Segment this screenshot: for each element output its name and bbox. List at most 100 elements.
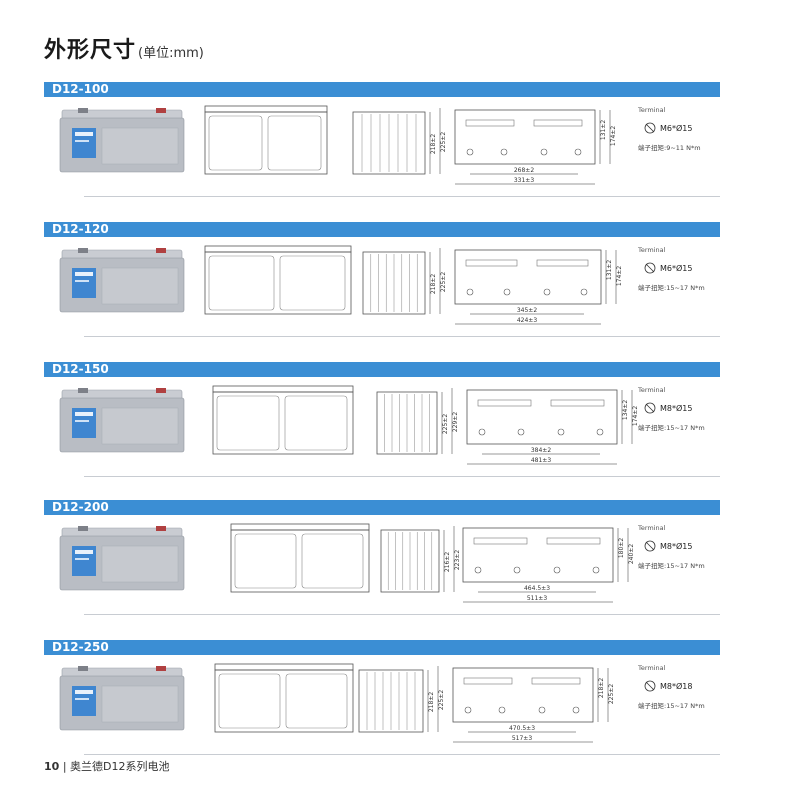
dimension-label: 131±2 bbox=[606, 260, 613, 280]
terminal-size: M8*Ø15 bbox=[660, 541, 693, 551]
terminal-size: M6*Ø15 bbox=[660, 263, 693, 273]
front-view-drawing bbox=[214, 663, 354, 733]
dimension-label: 174±2 bbox=[616, 266, 623, 286]
dimension-label: 180±2 bbox=[618, 538, 625, 558]
terminal-label: Terminal bbox=[638, 524, 666, 532]
unit-label: (单位:mm) bbox=[138, 46, 204, 61]
model-name: D12-120 bbox=[52, 222, 109, 236]
dimension-label: 174±2 bbox=[632, 406, 639, 426]
model-header-bar: D12-150 bbox=[44, 362, 720, 377]
page-number: 10 bbox=[44, 760, 60, 773]
battery-photo bbox=[59, 388, 185, 453]
section-divider bbox=[84, 196, 720, 197]
terminal-bolt-icon bbox=[644, 402, 656, 414]
page-footer: 10 | 奥兰德D12系列电池 bbox=[44, 758, 170, 774]
terminal-torque: 端子扭矩:15~17 N*m bbox=[638, 424, 705, 432]
terminal-bolt-icon bbox=[644, 122, 656, 134]
dimension-label: 470.5±3 bbox=[509, 725, 535, 732]
section-divider bbox=[84, 614, 720, 615]
page-title: 外形尺寸(单位:mm) bbox=[44, 38, 204, 63]
dimension-label: 240±2 bbox=[628, 544, 635, 564]
dimension-label: 225±2 bbox=[442, 414, 449, 434]
footer-text: 奥兰德D12系列电池 bbox=[70, 760, 170, 773]
terminal-bolt-icon bbox=[644, 540, 656, 552]
dimension-label: 218±2 bbox=[430, 134, 437, 154]
dimension-label: 225±2 bbox=[440, 132, 447, 152]
battery-photo bbox=[59, 248, 185, 313]
battery-photo bbox=[59, 666, 185, 731]
dimension-label: 229±2 bbox=[452, 412, 459, 432]
section-divider bbox=[84, 336, 720, 337]
dimension-label: 225±2 bbox=[438, 690, 445, 710]
dimension-label: 174±2 bbox=[610, 126, 617, 146]
model-name: D12-150 bbox=[52, 362, 109, 376]
dimension-label: 268±2 bbox=[514, 167, 534, 174]
dimension-label: 464.5±3 bbox=[524, 585, 550, 592]
model-header-bar: D12-100 bbox=[44, 82, 720, 97]
dimension-label: 131±2 bbox=[600, 120, 607, 140]
battery-photo bbox=[59, 108, 185, 173]
terminal-label: Terminal bbox=[638, 664, 666, 672]
dimension-label: 225±2 bbox=[608, 684, 615, 704]
dimension-label: 384±2 bbox=[531, 447, 551, 454]
terminal-spec: M6*Ø15 bbox=[644, 262, 728, 274]
front-view-drawing bbox=[204, 245, 352, 315]
dimension-label: 481±3 bbox=[531, 457, 551, 464]
model-name: D12-100 bbox=[52, 82, 109, 96]
terminal-spec: M8*Ø18 bbox=[644, 680, 728, 692]
terminal-torque: 端子扭矩:15~17 N*m bbox=[638, 562, 705, 570]
dimension-label: 216±2 bbox=[444, 552, 451, 572]
dimension-label: 517±3 bbox=[512, 735, 532, 742]
dimension-label: 424±3 bbox=[517, 317, 537, 324]
front-view-drawing bbox=[204, 105, 328, 175]
model-header-bar: D12-250 bbox=[44, 640, 720, 655]
terminal-spec: M8*Ø15 bbox=[644, 540, 728, 552]
terminal-torque: 端子扭矩:15~17 N*m bbox=[638, 284, 705, 292]
model-header-bar: D12-200 bbox=[44, 500, 720, 515]
front-view-drawing bbox=[212, 385, 354, 455]
dimension-label: 331±3 bbox=[514, 177, 534, 184]
battery-photo bbox=[59, 526, 185, 591]
terminal-bolt-icon bbox=[644, 680, 656, 692]
dimension-label: 511±3 bbox=[527, 595, 547, 602]
model-name: D12-250 bbox=[52, 640, 109, 654]
terminal-size: M8*Ø18 bbox=[660, 681, 693, 691]
dimension-label: 223±2 bbox=[454, 550, 461, 570]
dimension-label: 345±2 bbox=[517, 307, 537, 314]
terminal-label: Terminal bbox=[638, 246, 666, 254]
dimension-label: 218±2 bbox=[598, 678, 605, 698]
terminal-label: Terminal bbox=[638, 386, 666, 394]
section-divider bbox=[84, 476, 720, 477]
dimension-label: 134±2 bbox=[622, 400, 629, 420]
dimension-label: 218±2 bbox=[430, 274, 437, 294]
terminal-spec: M8*Ø15 bbox=[644, 402, 728, 414]
model-header-bar: D12-120 bbox=[44, 222, 720, 237]
terminal-torque: 端子扭矩:15~17 N*m bbox=[638, 702, 705, 710]
dimension-label: 225±2 bbox=[440, 272, 447, 292]
terminal-torque: 端子扭矩:9~11 N*m bbox=[638, 144, 701, 152]
terminal-size: M6*Ø15 bbox=[660, 123, 693, 133]
dimension-label: 218±2 bbox=[428, 692, 435, 712]
model-name: D12-200 bbox=[52, 500, 109, 514]
terminal-bolt-icon bbox=[644, 262, 656, 274]
terminal-label: Terminal bbox=[638, 106, 666, 114]
terminal-size: M8*Ø15 bbox=[660, 403, 693, 413]
